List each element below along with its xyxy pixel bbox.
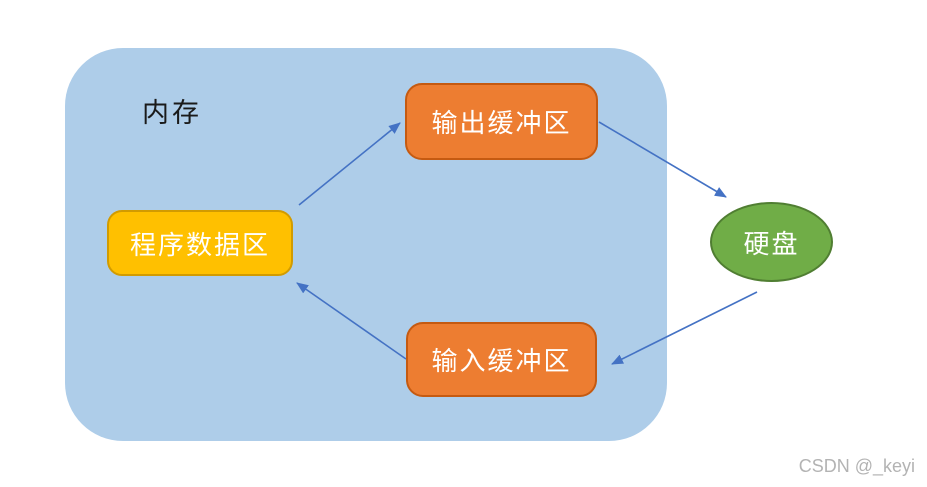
memory-label: 内存 (142, 98, 202, 128)
node-program-data-area: 程序数据区 (107, 210, 293, 276)
watermark-text: CSDN @_keyi (798, 456, 915, 476)
node-input-buffer: 输入缓冲区 (406, 322, 597, 397)
node-output-buffer: 输出缓冲区 (405, 83, 598, 160)
node-hard-disk: 硬盘 (710, 202, 833, 282)
